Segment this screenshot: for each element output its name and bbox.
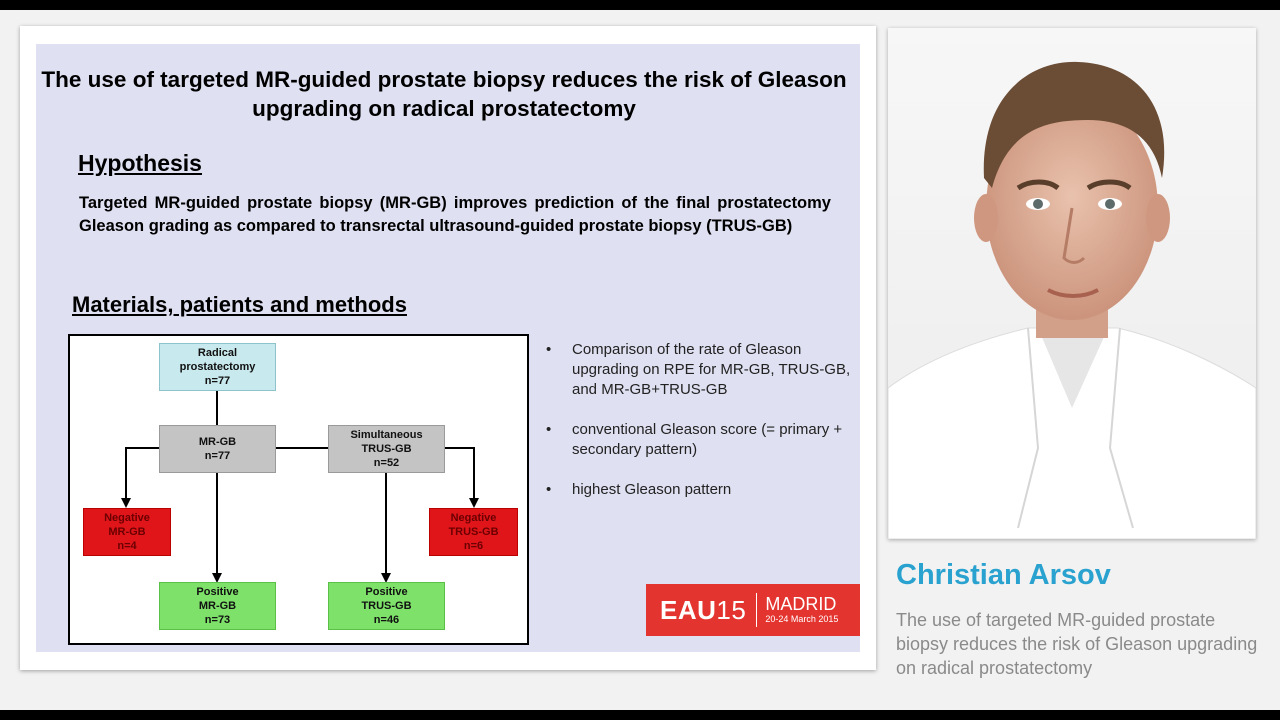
flowchart: Radical prostatectomy n=77 MR-GB n=77 Si… [68, 334, 529, 645]
box-line: TRUS-GB [361, 600, 412, 612]
slide-title: The use of targeted MR-guided prostate b… [41, 67, 847, 121]
methods-heading: Materials, patients and methods [72, 292, 407, 317]
logo-divider [756, 593, 758, 627]
box-line: n=77 [204, 375, 231, 387]
bullet-text: highest Gleason pattern [572, 481, 732, 498]
speaker-portrait-image [888, 28, 1256, 539]
box-line: TRUS-GB [448, 526, 499, 538]
bullet-item: • highest Gleason pattern [546, 480, 856, 500]
speaker-name: Christian Arsov [896, 559, 1111, 591]
box-line: n=46 [373, 614, 400, 626]
bullet-dot: • [546, 421, 552, 438]
box-line: Positive [196, 586, 239, 598]
trus-gb-box: Simultaneous TRUS-GB n=52 [328, 425, 445, 473]
negative-trus-gb-box: Negative TRUS-GB n=6 [429, 508, 518, 556]
box-line: MR-GB [198, 600, 237, 612]
box-line: n=73 [204, 614, 231, 626]
box-line: n=4 [117, 540, 137, 552]
box-line: n=77 [204, 450, 231, 462]
box-line: Radical [197, 347, 238, 359]
radical-prostatectomy-box: Radical prostatectomy n=77 [159, 343, 276, 391]
logo-right: MADRID 20-24 March 2015 [765, 595, 838, 625]
bullet-item: • Comparison of the rate of Gleason upgra… [546, 340, 856, 400]
eau15-logo: EAU15 MADRID 20-24 March 2015 [646, 584, 860, 636]
logo-dates: 20-24 March 2015 [765, 614, 839, 624]
hypothesis-text: Targeted MR-guided prostate biopsy (MR-G… [79, 194, 831, 235]
box-line: MR-GB [198, 436, 237, 448]
box-line: TRUS-GB [361, 443, 412, 455]
mr-gb-box: MR-GB n=77 [159, 425, 276, 473]
logo-eau: EAU [660, 594, 717, 625]
bullet-dot: • [546, 481, 552, 498]
box-line: Negative [104, 512, 150, 524]
speaker-photo [888, 28, 1256, 539]
box-line: MR-GB [108, 526, 146, 538]
slide-card: The use of targeted MR-guided prostate b… [20, 26, 876, 670]
bullet-dot: • [546, 341, 552, 358]
logo-main: EAU15 [660, 595, 746, 626]
slide: The use of targeted MR-guided prostate b… [36, 44, 860, 652]
box-line: prostatectomy [179, 361, 256, 373]
box-line: n=6 [463, 540, 484, 552]
box-line: Negative [450, 512, 497, 524]
logo-number: 15 [716, 594, 747, 625]
video-frame: The use of targeted MR-guided prostate b… [0, 10, 1280, 710]
box-line: Simultaneous [350, 429, 423, 441]
negative-mr-gb-box: Negative MR-GB n=4 [83, 508, 171, 556]
box-line: Positive [365, 586, 408, 598]
positive-trus-gb-box: Positive TRUS-GB n=46 [328, 582, 445, 630]
bullet-item: • conventional Gleason score (= primary +… [546, 420, 856, 460]
logo-city: MADRID [765, 594, 837, 614]
positive-mr-gb-box: Positive MR-GB n=73 [159, 582, 276, 630]
box-line: n=52 [373, 457, 400, 469]
bullet-list: • Comparison of the rate of Gleason upgra… [546, 340, 856, 520]
speaker-description: The use of targeted MR-guided prostate b… [896, 610, 1258, 678]
hypothesis-heading: Hypothesis [78, 150, 202, 176]
bullet-text: Comparison of the rate of Gleason upgrad… [572, 341, 851, 398]
bullet-text: conventional Gleason score (= primary + … [572, 421, 843, 458]
flowchart-connectors [121, 391, 479, 583]
